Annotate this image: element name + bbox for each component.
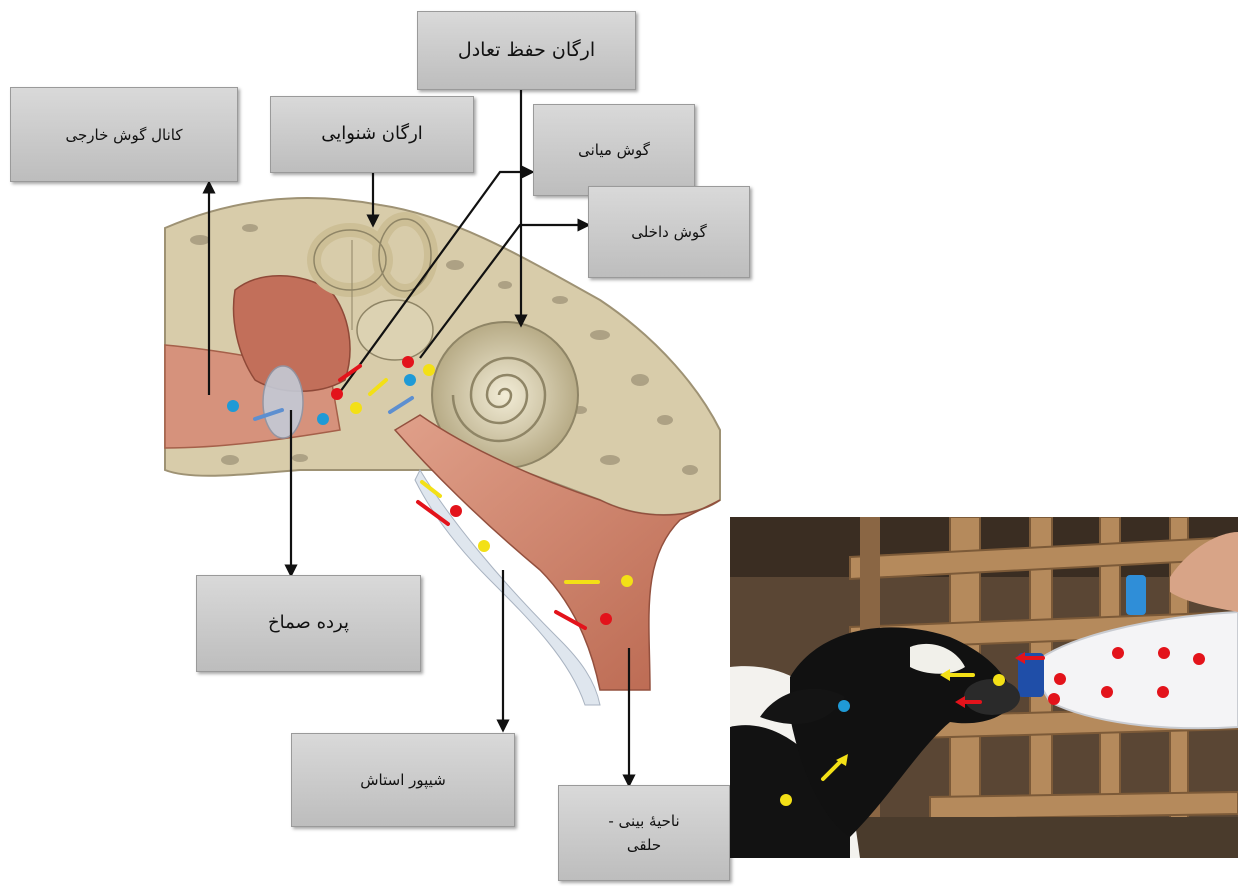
label-nasopharynx-line1: ناحیهٔ بینی - [608, 809, 679, 833]
label-inner-ear-text: گوش داخلی [631, 220, 707, 244]
label-eardrum-text: پرده صماخ [268, 609, 349, 638]
label-middle-ear: گوش میانی [533, 104, 695, 196]
label-eardrum: پرده صماخ [196, 575, 421, 672]
label-middle-ear-text: گوش میانی [578, 138, 650, 162]
vestibule [357, 300, 433, 360]
label-external-canal-text: کانال گوش خارجی [66, 123, 183, 147]
label-inner-ear: گوش داخلی [588, 186, 750, 278]
label-auditory-organ: ارگان شنوایی [270, 96, 474, 173]
label-balance-organ-text: ارگان حفظ تعادل [458, 35, 595, 65]
calf-feeding-photo [730, 517, 1238, 858]
label-auditory-organ-text: ارگان شنوایی [321, 120, 423, 149]
label-nasopharynx-line2: حلقی [627, 833, 661, 857]
label-balance-organ: ارگان حفظ تعادل [417, 11, 636, 90]
eardrum-membrane [263, 366, 303, 438]
label-eustachian-tube: شیپور استاش [291, 733, 515, 827]
label-external-canal: کانال گوش خارجی [10, 87, 238, 182]
label-eustachian-tube-text: شیپور استاش [360, 768, 446, 792]
label-nasopharynx: ناحیهٔ بینی - حلقی [558, 785, 730, 881]
